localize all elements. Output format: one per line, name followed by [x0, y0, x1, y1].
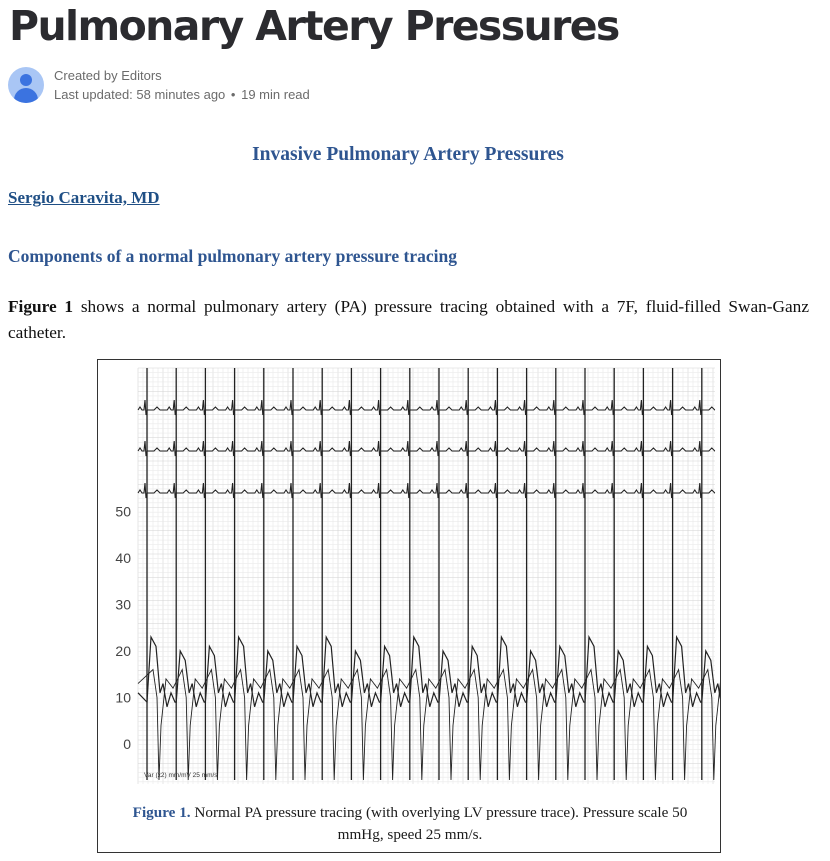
avatar-icon[interactable] — [8, 67, 44, 103]
y-tick-label: 0 — [123, 736, 131, 752]
reference-lead-trace — [137, 482, 716, 499]
page-title: Pulmonary Artery Pressures — [9, 2, 620, 50]
y-tick-label: 40 — [115, 550, 131, 566]
lv-pressure-trace — [137, 668, 720, 781]
separator-dot: • — [230, 87, 236, 102]
byline-meta: Created by Editors Last updated: 58 minu… — [54, 66, 310, 104]
y-tick-label: 10 — [115, 690, 131, 706]
reference-lead-trace — [137, 399, 716, 416]
update-info: Last updated: 58 minutes ago • 19 min re… — [54, 85, 310, 104]
figure-reference: Figure 1 — [8, 297, 74, 316]
created-by: Created by Editors — [54, 68, 162, 83]
section-heading: Components of a normal pulmonary artery … — [8, 246, 457, 266]
author-link[interactable]: Sergio Caravita, MD — [8, 188, 160, 207]
caption-label: Figure 1. — [132, 804, 191, 821]
read-time: 19 min read — [241, 87, 310, 102]
y-tick-label: 20 — [115, 643, 131, 659]
article-heading: Invasive Pulmonary Artery Pressures — [252, 144, 564, 165]
last-updated: Last updated: 58 minutes ago — [54, 87, 226, 102]
scale-note: Var (x2) mm/mV 25 mm/s — [144, 772, 218, 779]
body-paragraph: Figure 1 shows a normal pulmonary artery… — [8, 294, 809, 346]
reference-lead-trace — [137, 440, 716, 457]
byline: Created by Editors Last updated: 58 minu… — [8, 66, 310, 104]
y-tick-label: 50 — [115, 504, 131, 520]
caption-text: Normal PA pressure tracing (with overlyi… — [190, 804, 688, 843]
y-tick-label: 30 — [115, 597, 131, 613]
paragraph-text: shows a normal pulmonary artery (PA) pre… — [8, 297, 809, 342]
figure-caption: Figure 1. Normal PA pressure tracing (wi… — [108, 802, 712, 846]
